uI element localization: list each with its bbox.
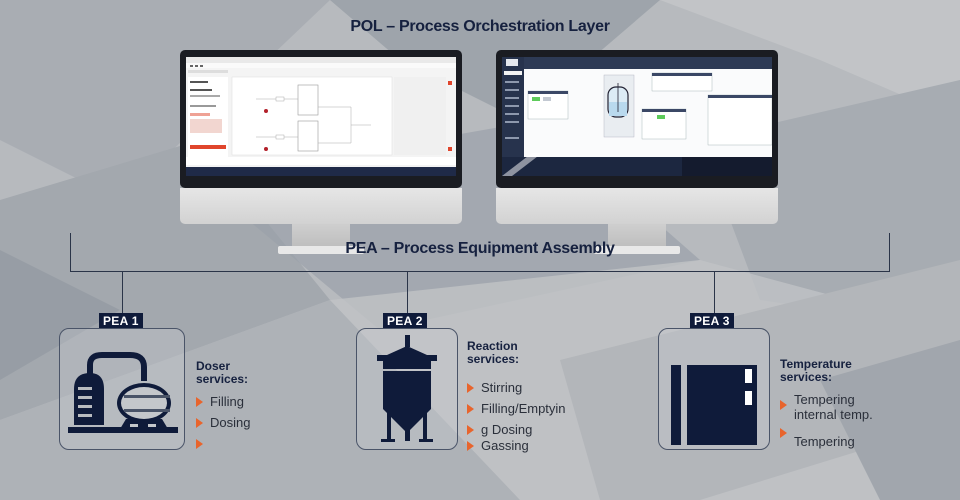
temperature-cabinet-icon xyxy=(671,365,757,445)
service-item: Dosing xyxy=(196,415,296,430)
monitor-stand xyxy=(608,224,666,248)
pea-title: PEA – Process Equipment Assembly xyxy=(345,240,615,257)
service-label: Filling xyxy=(210,394,244,409)
monitor-bezel xyxy=(496,188,778,224)
service-item: Stirring xyxy=(467,380,607,395)
service-label: g Dosing xyxy=(481,422,533,437)
arrow-icon xyxy=(467,383,474,393)
pea1-box xyxy=(59,328,185,450)
monitor-foot xyxy=(278,246,364,254)
service-label: Tempering internal temp. xyxy=(794,392,873,422)
bracket-right xyxy=(889,233,890,271)
service-item: Filling xyxy=(196,394,296,409)
arrow-icon xyxy=(780,428,787,438)
pea2-label: PEA 2 xyxy=(383,313,427,329)
services-title-line2: services: xyxy=(780,370,833,384)
monitor-bezel xyxy=(180,188,462,224)
arrow-icon xyxy=(467,425,474,435)
services-title-line1: Reaction xyxy=(467,339,518,353)
pea2-services-title: Reaction services: xyxy=(467,340,607,366)
pea3-services: Temperature services: Tempering internal… xyxy=(780,358,890,455)
service-item: g Dosing xyxy=(467,422,607,437)
doser-tank-icon xyxy=(68,352,178,433)
arrow-icon xyxy=(196,418,203,428)
pea1-label: PEA 1 xyxy=(99,313,143,329)
service-item: Filling/Emptyin xyxy=(467,401,607,416)
service-item: Tempering internal temp. xyxy=(780,392,874,422)
reactor-vessel-icon xyxy=(377,335,437,442)
service-label: Dosing xyxy=(210,415,251,430)
service-label: Stirring xyxy=(481,380,523,395)
service-item xyxy=(196,436,296,451)
pea1-services: Doser services: Filling Dosing xyxy=(196,360,296,457)
arrow-icon xyxy=(196,439,203,449)
connector-pea1 xyxy=(122,271,123,313)
services-title-line2: services: xyxy=(196,372,249,386)
service-label: Tempering xyxy=(794,434,855,449)
pol-title: POL – Process Orchestration Layer xyxy=(350,18,610,35)
pea3-box xyxy=(658,328,770,450)
process-visualization-screen xyxy=(502,57,772,176)
arrow-icon xyxy=(467,441,474,451)
service-item: Gassing xyxy=(467,438,607,453)
services-title-line2: services: xyxy=(467,352,520,366)
service-label: Gassing xyxy=(481,438,529,453)
connector-pea3 xyxy=(714,271,715,313)
pea2-box xyxy=(356,328,458,450)
bracket-left xyxy=(70,233,71,271)
bracket-bottom xyxy=(70,271,890,272)
monitor-stand xyxy=(292,224,350,248)
pea2-services: Reaction services: Stirring Filling/Empt… xyxy=(467,340,607,459)
services-title-line1: Temperature xyxy=(780,357,852,371)
orchestration-designer-screen xyxy=(186,57,456,176)
connector-pea2 xyxy=(407,271,408,313)
arrow-icon xyxy=(467,404,474,414)
monitor-orchestration-designer xyxy=(180,50,462,254)
service-label: Filling/Emptyin xyxy=(481,401,566,416)
pea3-services-title: Temperature services: xyxy=(780,358,890,384)
arrow-icon xyxy=(196,397,203,407)
service-item: Tempering xyxy=(780,428,890,449)
monitor-foot xyxy=(594,246,680,254)
pea3-label: PEA 3 xyxy=(690,313,734,329)
monitor-process-visualization xyxy=(496,50,778,254)
pea1-services-title: Doser services: xyxy=(196,360,296,386)
arrow-icon xyxy=(780,400,787,410)
services-title-line1: Doser xyxy=(196,359,231,373)
